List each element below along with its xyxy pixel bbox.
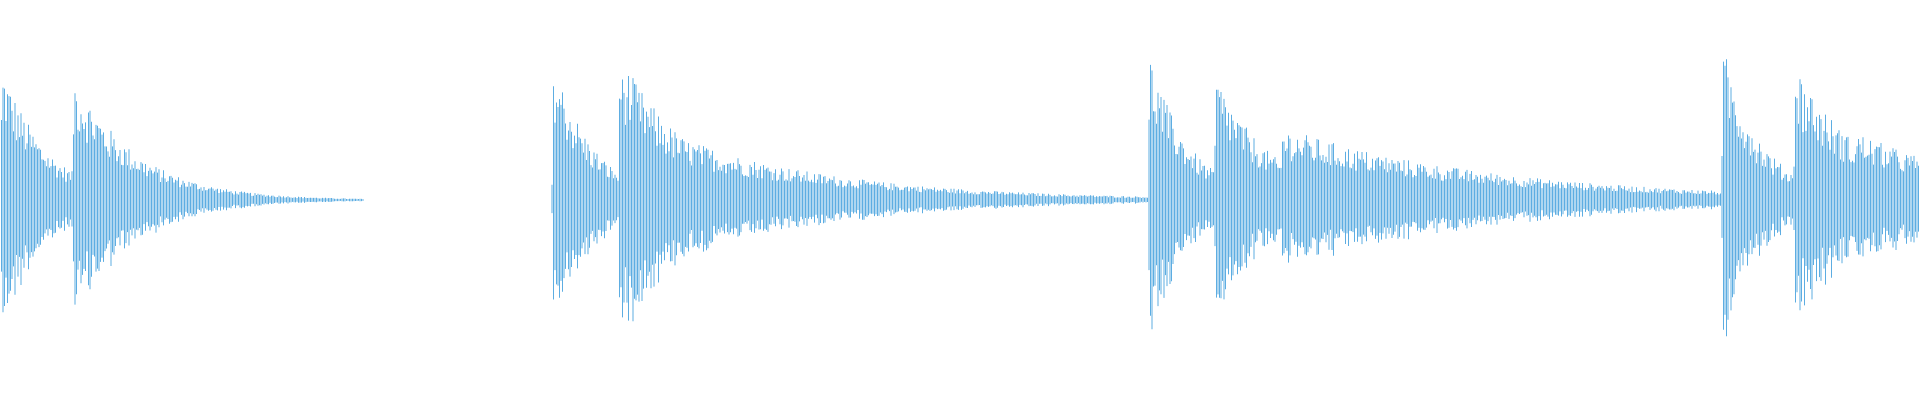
waveform-lines	[1, 59, 1919, 337]
